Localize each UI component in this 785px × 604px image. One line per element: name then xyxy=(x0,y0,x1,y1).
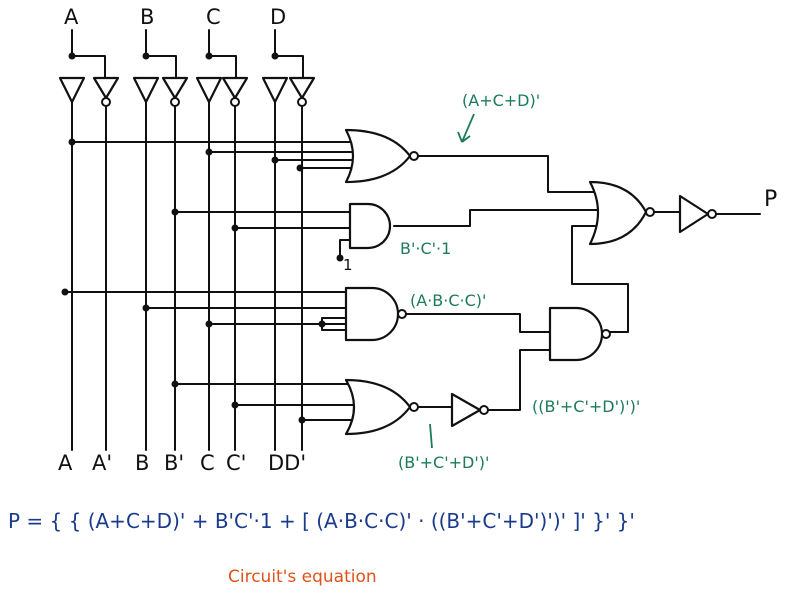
inverter-bottom xyxy=(450,392,489,428)
input-buffer-c xyxy=(195,76,223,104)
bottom-label-c: C xyxy=(200,451,215,475)
bottom-label-b-not: B' xyxy=(164,451,184,475)
input-label-b: B xyxy=(140,5,154,29)
gate-input-wires xyxy=(61,138,358,424)
nor-gate-bottom xyxy=(344,378,419,436)
bottom-label-a: A xyxy=(58,451,73,475)
signal-lines xyxy=(71,101,303,451)
level2-wires xyxy=(393,155,629,411)
input-inverter-a xyxy=(92,76,120,107)
bottom-label-b: B xyxy=(135,451,149,475)
annotation-arrow-top xyxy=(457,113,475,143)
constant-one-label: 1 xyxy=(343,256,353,274)
annotation-arrow-bottom xyxy=(429,423,433,449)
annotation-nor-bottom-out: ((B'+C'+D')')' xyxy=(532,397,640,416)
circuit-equation: P = { { (A+C+D)' + B'C'·1 + [ (A·B·C·C)'… xyxy=(8,509,635,533)
bottom-label-c-not: C' xyxy=(226,451,246,475)
input-label-c: C xyxy=(206,5,221,29)
nand-gate-second xyxy=(548,306,611,362)
nor-gate-top xyxy=(344,128,419,184)
input-label-a: A xyxy=(64,5,79,29)
input-inverter-d xyxy=(288,76,316,107)
input-buffer-a xyxy=(58,76,86,104)
input-splits xyxy=(68,29,304,79)
annotation-nor-bottom: (B'+C'+D')' xyxy=(398,453,489,472)
annotation-nand-mid: (A·B·C·C)' xyxy=(410,291,486,310)
output-inverter xyxy=(678,194,717,234)
input-buffer-b xyxy=(132,76,160,104)
nor-gate-final xyxy=(588,180,655,246)
bottom-label-a-not: A' xyxy=(92,451,112,475)
annotation-nor-top: (A+C+D)' xyxy=(462,91,540,110)
bottom-label-dd-not: DD' xyxy=(268,451,306,475)
input-buffer-d xyxy=(261,76,289,104)
and-gate-middle xyxy=(348,202,392,250)
input-label-d: D xyxy=(270,5,286,29)
equation-caption: Circuit's equation xyxy=(228,567,377,587)
nand-gate xyxy=(344,286,407,342)
annotation-and-top: B'·C'·1 xyxy=(400,239,451,258)
output-label-p: P xyxy=(764,187,777,212)
input-inverter-b xyxy=(161,76,189,107)
input-inverter-c xyxy=(221,76,249,107)
